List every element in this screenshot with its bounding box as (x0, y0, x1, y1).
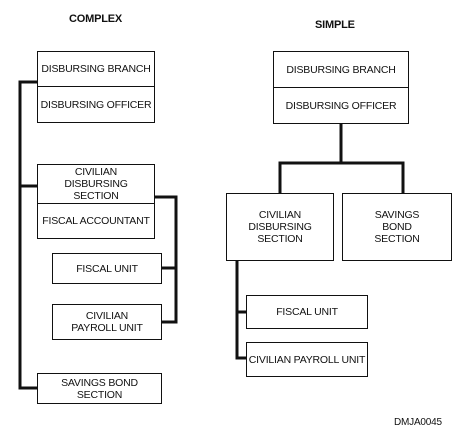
simple-savings-bond-section-box: SAVINGS BOND SECTION (342, 193, 452, 261)
simple-disbursing-branch-box: DISBURSING BRANCH (273, 51, 409, 88)
simple-civilian-payroll-unit-label: CIVILIAN PAYROLL UNIT (248, 353, 366, 366)
complex-main-spine (18, 80, 39, 390)
simple-fiscal-unit-box: FISCAL UNIT (246, 295, 368, 329)
complex-savings-bond-section-box: SAVINGS BOND SECTION (37, 373, 162, 404)
complex-disbursing-branch-label: DISBURSING BRANCH (41, 63, 151, 75)
complex-fiscal-unit-box: FISCAL UNIT (52, 253, 162, 284)
figure-id: DMJA0045 (394, 417, 442, 428)
complex-civilian-payroll-unit-label: CIVILIAN PAYROLL UNIT (71, 310, 143, 334)
simple-disbursing-officer-label: DISBURSING OFFICER (285, 99, 397, 112)
complex-fiscal-accountant-box: FISCAL ACCOUNTANT (37, 203, 155, 239)
complex-unit-bracket (153, 195, 178, 324)
simple-heading: SIMPLE (315, 19, 355, 31)
simple-disbursing-officer-box: DISBURSING OFFICER (273, 87, 409, 124)
complex-heading: COMPLEX (69, 13, 122, 25)
simple-civilian-disbursing-section-label: CIVILIAN DISBURSING SECTION (248, 209, 312, 245)
complex-fiscal-accountant-label: FISCAL ACCOUNTANT (42, 215, 150, 227)
complex-disbursing-officer-box: DISBURSING OFFICER (37, 86, 155, 123)
simple-unit-spine (235, 258, 248, 360)
complex-civilian-payroll-unit-box: CIVILIAN PAYROLL UNIT (52, 304, 162, 340)
simple-civilian-disbursing-section-box: CIVILIAN DISBURSING SECTION (226, 193, 334, 261)
complex-civilian-disbursing-section-label: CIVILIAN DISBURSING SECTION (64, 166, 128, 202)
complex-fiscal-unit-label: FISCAL UNIT (76, 262, 138, 275)
simple-disbursing-branch-label: DISBURSING BRANCH (286, 63, 396, 76)
simple-civilian-payroll-unit-box: CIVILIAN PAYROLL UNIT (246, 342, 368, 377)
complex-disbursing-branch-box: DISBURSING BRANCH (37, 51, 155, 87)
complex-civilian-disbursing-section-box: CIVILIAN DISBURSING SECTION (37, 164, 155, 204)
simple-savings-bond-section-label: SAVINGS BOND SECTION (374, 209, 420, 245)
complex-disbursing-officer-label: DISBURSING OFFICER (40, 98, 152, 111)
simple-fiscal-unit-label: FISCAL UNIT (276, 306, 338, 318)
complex-savings-bond-section-label: SAVINGS BOND SECTION (61, 376, 138, 401)
